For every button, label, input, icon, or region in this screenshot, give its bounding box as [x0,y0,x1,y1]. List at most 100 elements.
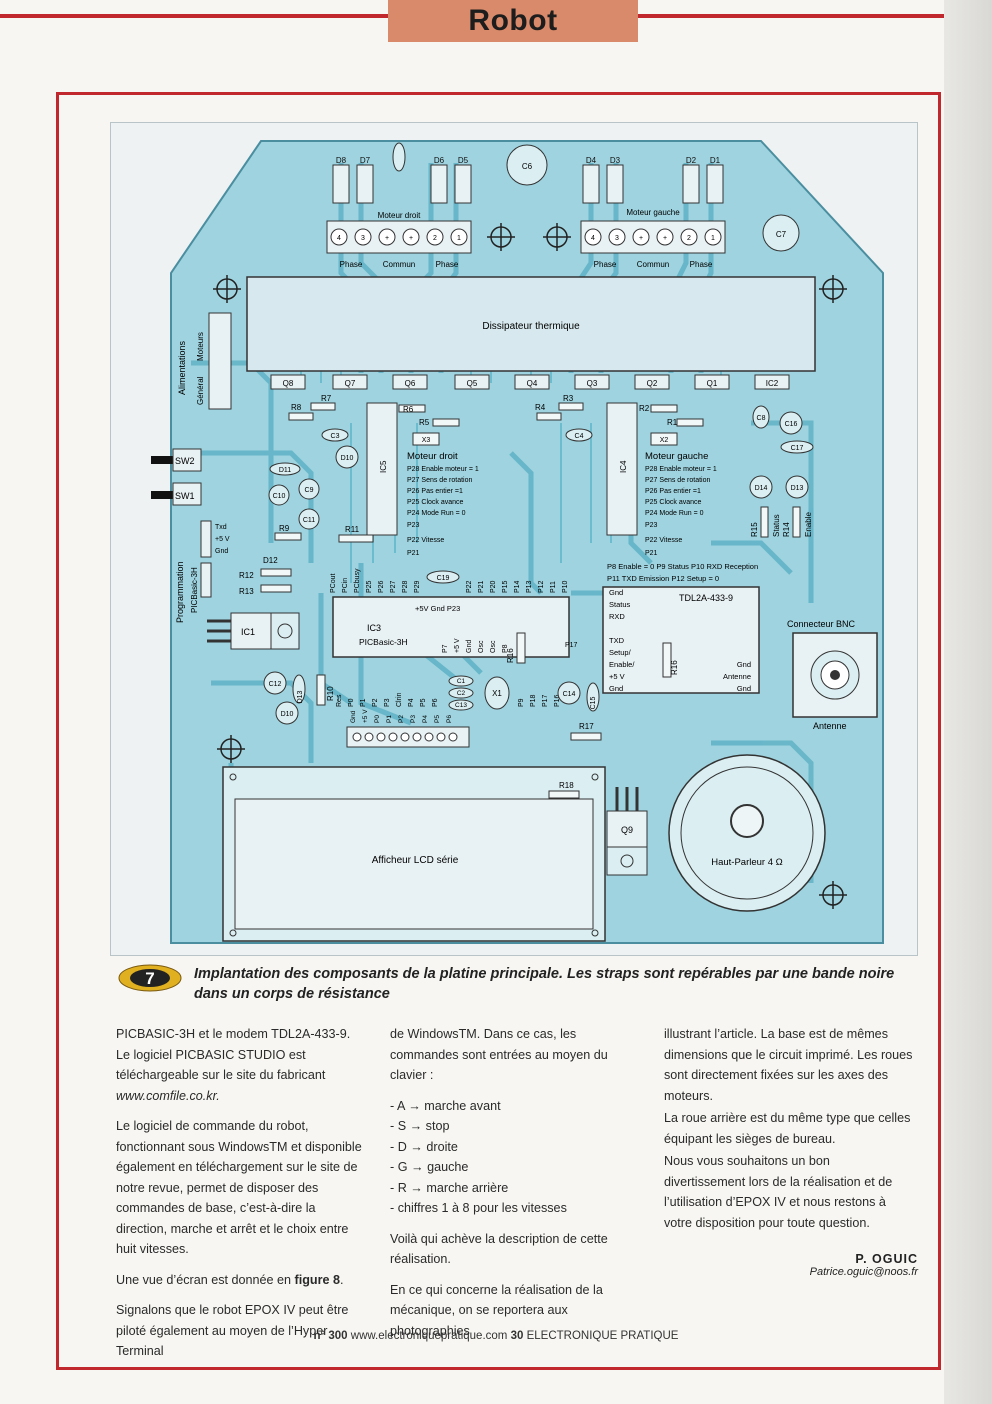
svg-text:4: 4 [337,235,341,242]
issue-number: n° 300 [313,1330,348,1342]
label-d2: D2 [686,156,697,165]
label-phase-1: Phase [340,260,363,269]
chip-ic3 [332,596,570,658]
svg-text:P9: P9 [518,698,525,707]
col2-paragraph-1: de WindowsTM. Dans ce cas, les commandes… [390,1027,608,1082]
label-ic3: IC3 [367,623,381,633]
label-d13b: D13 [297,690,304,703]
figure-8-ref: figure 8 [294,1272,341,1287]
svg-text:P16: P16 [554,694,561,707]
label-ic3-name: PICBasic-3H [359,637,408,647]
label-enable: Enable [804,512,813,537]
svg-text:P27: P27 [390,580,397,593]
svg-text:P24 Mode Run = 0: P24 Mode Run = 0 [645,510,704,517]
pinout-moteur-droit: Moteur droit P28 Enable moteur = 1 P27 S… [407,451,479,557]
chip-ic4 [606,402,638,536]
author-name: P. OGUIC [855,1252,918,1266]
col3-paragraph-1: illustrant l’article. La base est de mêm… [664,1027,913,1103]
label-c9: C9 [305,487,314,494]
svg-text:P28: P28 [402,580,409,593]
col2-paragraph-3: En ce qui concerne la réalisation de la … [390,1282,603,1338]
svg-text:P23: P23 [407,522,420,529]
tdl-right-pins: Gnd Antenne Gnd [723,660,751,693]
svg-text:P6: P6 [446,715,453,723]
label-c17: C17 [791,445,804,452]
label-r3: R3 [563,394,574,403]
list-item: - chiffres 1 à 8 pour les vitesses [390,1201,567,1215]
svg-text:Antenne: Antenne [723,672,751,681]
label-r12: R12 [239,571,254,580]
resistor-r10 [316,674,326,706]
label-r9: R9 [279,524,290,533]
svg-text:Gnd: Gnd [737,660,751,669]
label-q2: Q2 [647,379,658,388]
svg-text:2: 2 [433,235,437,242]
label-ic2: IC2 [766,379,779,388]
label-moteurs: Moteurs [196,332,205,361]
section-title: Robot [468,4,558,37]
label-picbasic-prog: PICBasic-3H [190,567,199,613]
svg-text:P26 Pas entier =1: P26 Pas entier =1 [645,488,701,495]
svg-text:P4: P4 [422,715,429,723]
label-q3: Q3 [587,379,598,388]
svg-text:P4: P4 [408,698,415,707]
svg-text:P21: P21 [478,580,485,593]
svg-text:P17: P17 [542,694,549,707]
label-phase-2: Phase [436,260,459,269]
svg-text:P28 Enable moteur = 1: P28 Enable moteur = 1 [645,466,717,473]
label-c8: C8 [757,415,766,422]
label-d10b: D10 [281,711,294,718]
svg-text:P0: P0 [348,698,355,707]
label-commun-2: Commun [637,260,669,269]
module-tdl2a [602,586,760,694]
label-r8: R8 [291,403,302,412]
svg-text:P5: P5 [420,698,427,707]
label-d13: D13 [791,485,804,492]
transistor-q9 [606,810,648,848]
svg-text:Status: Status [609,600,631,609]
svg-text:P10: P10 [562,580,569,593]
svg-text:P2: P2 [372,698,379,707]
label-phase-4: Phase [690,260,713,269]
label-c11: C11 [303,517,315,524]
resistor-r11 [338,534,374,543]
label-r17: R17 [579,722,594,731]
author-email: Patrice.oguic@noos.fr [809,1266,918,1278]
label-programmation: Programmation [175,561,185,623]
label-r11: R11 [345,525,360,534]
svg-text:Gnd: Gnd [737,684,751,693]
page-footer: n° 300 www.electroniquepratique.com 30 E… [0,1330,992,1342]
svg-text:P22: P22 [466,580,473,593]
svg-text:P22 Vitesse: P22 Vitesse [645,537,682,544]
header-rule-right [638,14,944,18]
label-r4: R4 [535,403,546,412]
label-c2: C2 [457,690,466,697]
connector-prog [200,520,212,558]
label-r6: R6 [403,405,414,414]
list-item: - R → marche arrière [390,1180,509,1195]
svg-text:P8: P8 [502,644,509,653]
svg-text:P13: P13 [526,580,533,593]
page-frame-right [938,92,941,1370]
svg-text:P12: P12 [538,580,545,593]
page-number: 30 [510,1330,524,1342]
svg-text:P5: P5 [434,715,441,723]
list-item: - G → gauche [390,1160,469,1174]
figure-number: 7 [145,969,154,988]
svg-text:+5 V: +5 V [362,709,369,723]
label-p17: P17 [565,642,578,649]
switch-sw1-actuator [151,491,173,499]
label-tdl: TDL2A-433-9 [679,593,733,603]
label-r5: R5 [419,418,430,427]
svg-text:P23: P23 [645,522,658,529]
col3-paragraph-3: Nous vous souhaitons un bon divertisseme… [664,1154,893,1230]
svg-text:Moteur gauche: Moteur gauche [645,451,708,462]
list-item: - A → marche avant [390,1098,501,1113]
svg-text:P25 Clock avance: P25 Clock avance [407,499,464,506]
svg-text:P29: P29 [414,580,421,593]
svg-text:3: 3 [615,235,619,242]
